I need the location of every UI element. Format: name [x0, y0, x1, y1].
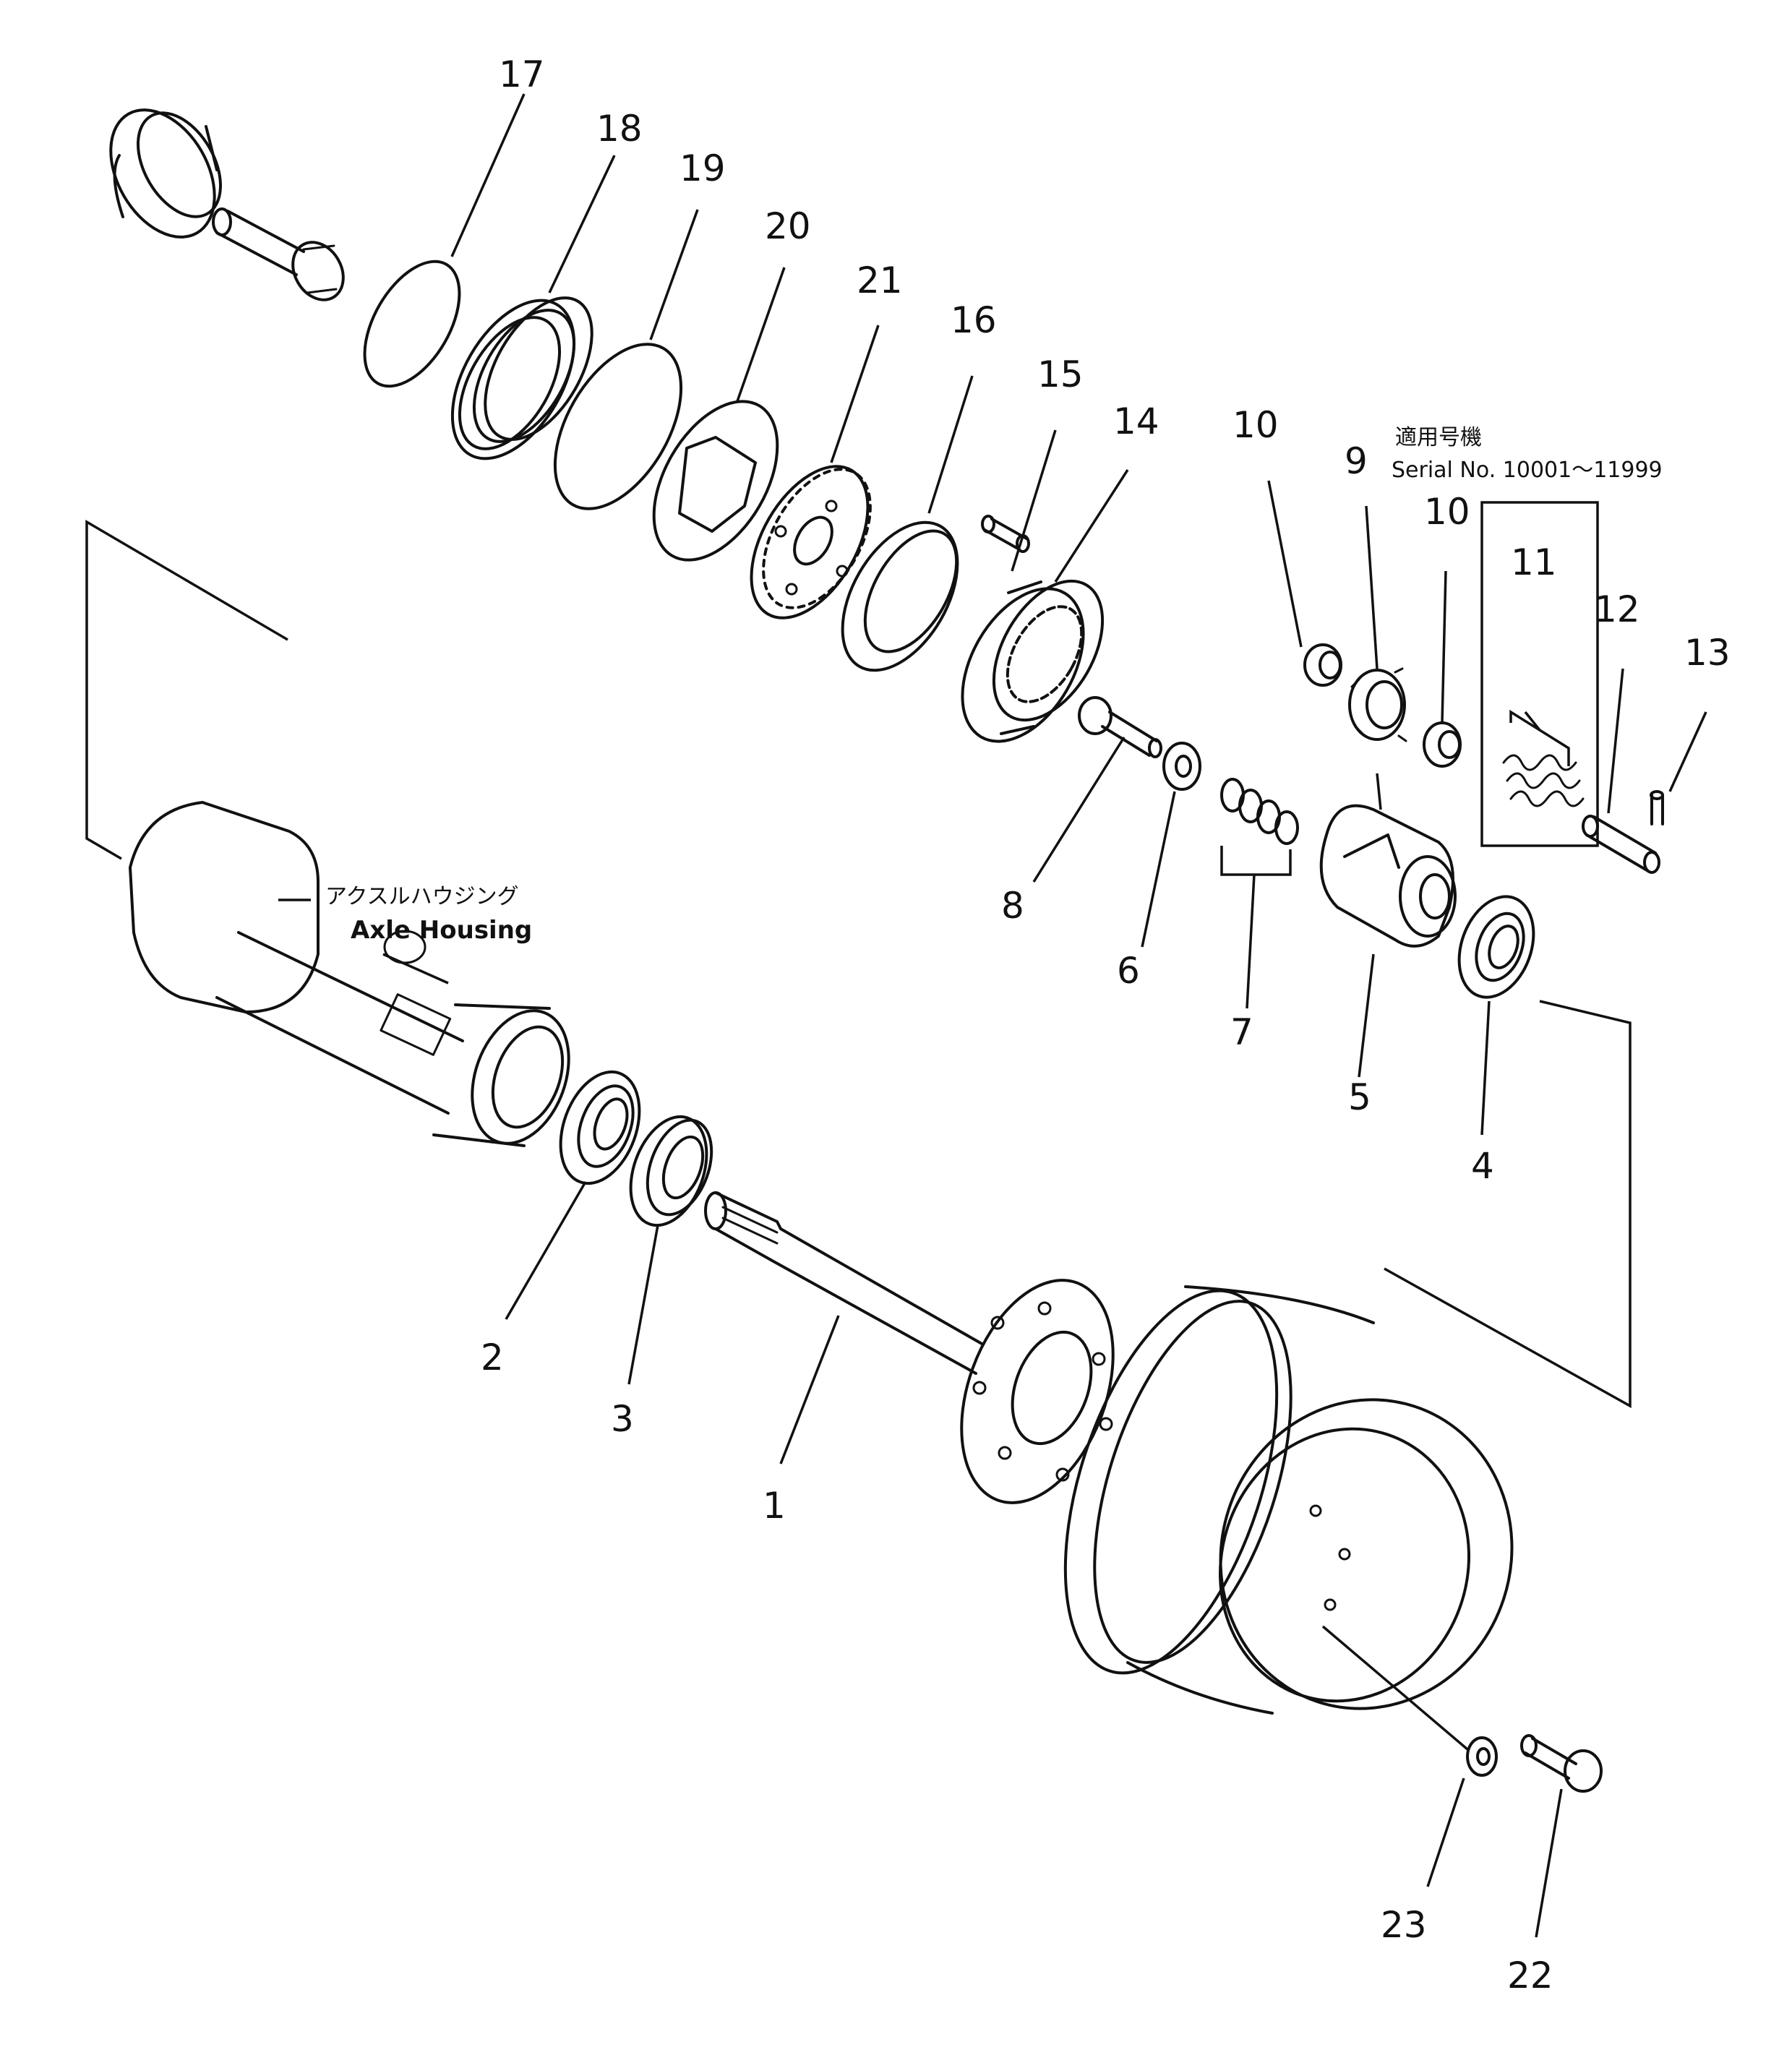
- ring-gear-14-drawing: [961, 579, 1105, 743]
- shims-7-drawing: [1220, 778, 1299, 845]
- plate-20-drawing: [652, 400, 779, 562]
- serial-label-jp: 適用号機: [1395, 425, 1482, 450]
- bearing-2-drawing: [559, 1070, 641, 1185]
- part-number-15: 15: [1037, 353, 1084, 395]
- part-number-21: 21: [857, 260, 903, 301]
- ring-16-drawing: [841, 520, 959, 672]
- bearing-4-drawing: [1457, 895, 1535, 999]
- part-number-23: 23: [1381, 1904, 1427, 1946]
- axle-housing-label-jp: アクスルハウジング: [325, 884, 519, 909]
- o-ring-19-drawing: [553, 343, 683, 510]
- disc-21-drawing: [750, 465, 872, 619]
- part-number-22: 22: [1507, 1955, 1553, 1997]
- washer-23-drawing: [1321, 1625, 1498, 1777]
- pinion-9-drawing: [1348, 667, 1407, 742]
- axle-housing-label-en: Axle Housing: [351, 916, 532, 945]
- piston-18-drawing: [450, 296, 593, 460]
- part-number-9: 9: [1345, 440, 1368, 482]
- part-number-12: 12: [1594, 588, 1640, 630]
- part-number-6: 6: [1117, 950, 1140, 992]
- cover-cap-drawing: [109, 108, 222, 239]
- seal-3-drawing: [629, 1115, 713, 1227]
- diff-case-5-drawing: [1319, 804, 1457, 948]
- leader-lines: [278, 93, 1707, 1938]
- part-number-4: 4: [1471, 1145, 1494, 1187]
- bolt-8-drawing: [1078, 696, 1162, 758]
- part-number-11: 11: [1511, 541, 1557, 583]
- part-number-19: 19: [679, 147, 726, 189]
- washer-6-drawing: [1162, 742, 1201, 791]
- part-number-7: 7: [1230, 1011, 1253, 1053]
- assembly-frame-lines: [85, 519, 1632, 1408]
- part-number-16: 16: [951, 299, 997, 341]
- shaft-12-drawing: [1582, 815, 1660, 874]
- pin-13-drawing: [1650, 790, 1664, 825]
- part-number-13: 13: [1684, 632, 1731, 674]
- pin-15-drawing: [981, 515, 1030, 553]
- axle-shaft-1-drawing: [704, 1191, 1115, 1504]
- part-number-14: 14: [1113, 400, 1159, 442]
- part-number-1: 1: [763, 1485, 786, 1527]
- serial-label-en: Serial No. 10001～11999: [1392, 458, 1663, 483]
- part-number-2: 2: [481, 1337, 504, 1378]
- part-number-18: 18: [596, 108, 643, 150]
- part-number-5: 5: [1348, 1076, 1371, 1118]
- wheel-rim-drawing: [1063, 1285, 1514, 1715]
- bolt-22-drawing: [1520, 1734, 1603, 1793]
- serial-box-outline: [1480, 501, 1599, 847]
- part-number-20: 20: [765, 205, 811, 247]
- part-number-8: 8: [1001, 885, 1024, 927]
- o-ring-17-drawing: [363, 260, 461, 388]
- input-shaft-drawing: [212, 207, 345, 301]
- gear-10-lower-drawing: [1423, 721, 1462, 768]
- part-number-3: 3: [611, 1398, 634, 1440]
- gear-10-upper-drawing: [1303, 643, 1342, 687]
- part-number-17: 17: [499, 53, 545, 95]
- part-number-10-upper: 10: [1232, 404, 1279, 446]
- part-number-10-lower: 10: [1424, 491, 1470, 533]
- axle-housing-drawing: [129, 801, 570, 1147]
- spring-pins-11-drawing: [1502, 754, 1585, 807]
